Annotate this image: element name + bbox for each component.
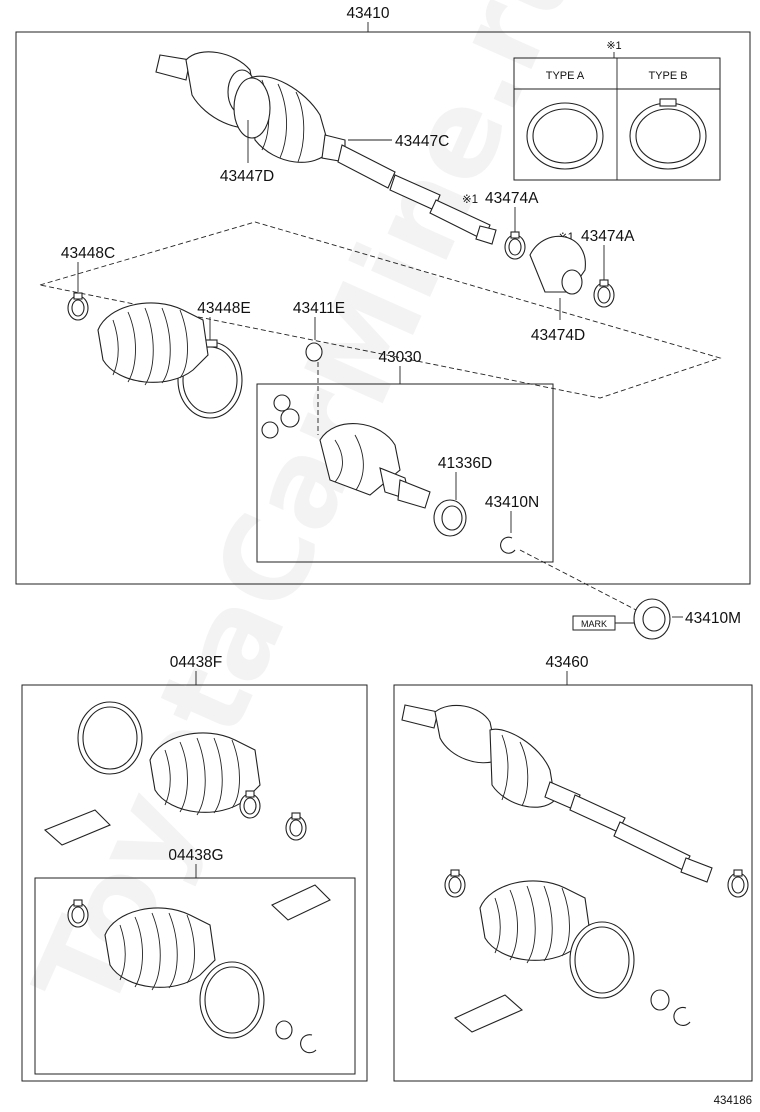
figure-id: 434186 [714,1095,752,1107]
label-43448c[interactable]: 43448C [61,245,115,262]
type-a-label: TYPE A [546,70,585,82]
label-41336d[interactable]: 41336D [438,455,492,472]
label-04438f[interactable]: 04438F [170,654,223,671]
type-b-label: TYPE B [648,70,687,82]
label-43410m[interactable]: 43410M [685,610,741,627]
label-43474d[interactable]: 43474D [531,327,585,344]
rear-shaft-group: 43460 [393,654,753,1082]
deflector-1-drawing [504,231,526,260]
main-assembly-frame [15,31,751,585]
inboard-joint-frame [256,383,554,563]
deflector-2-drawing [593,279,615,308]
clamp-types-panel: ※1 TYPE A TYPE B [513,40,721,181]
boot-kit-inner-frame [34,877,356,1075]
label-43447d[interactable]: 43447D [220,168,274,185]
label-43411e[interactable]: 43411E [293,300,345,317]
label-43410n[interactable]: 43410N [485,494,539,511]
inboard-joint-drawing [261,394,431,509]
clamp-43448c-drawing [67,292,89,321]
boot-kit-outer-group: 04438F 04438G [21,654,368,1082]
label-43474a-2[interactable]: 43474A [581,228,635,245]
snap-ring-drawing [305,342,323,362]
rear-shaft-frame [393,684,753,1082]
drive-shaft-drawing [155,51,497,245]
label-43448e[interactable]: 43448E [197,300,250,317]
main-assembly-group: 43410 ※1 TYPE A TYPE B [15,5,751,613]
label-43474a-1[interactable]: 43474A [485,190,539,207]
mark-label: MARK [581,619,607,629]
clamp-types-mark: ※1 [606,40,621,52]
label-04438g[interactable]: 04438G [168,847,223,864]
boot-kit-outer-frame [21,684,368,1082]
seal-group: MARK 43410M [572,598,741,640]
main-assembly-label[interactable]: 43410 [346,5,389,22]
note-mark-1: ※1 [462,194,478,206]
label-43447c[interactable]: 43447C [395,133,449,150]
label-43460[interactable]: 43460 [545,654,588,671]
label-43030[interactable]: 43030 [378,349,421,366]
hole-snap-ring-drawing [500,536,516,554]
